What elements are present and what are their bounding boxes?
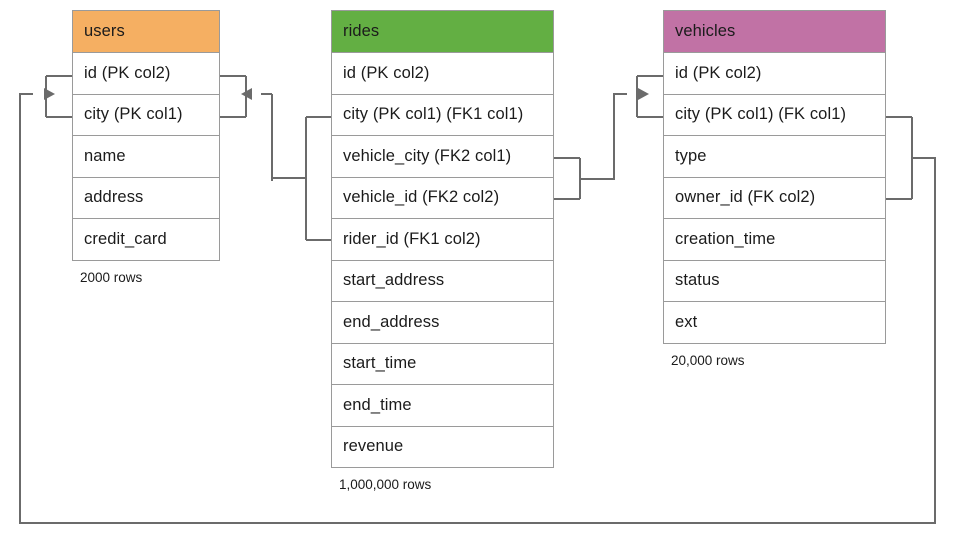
field-users-3[interactable]: address bbox=[72, 177, 220, 219]
field-rides-2[interactable]: vehicle_city (FK2 col1) bbox=[331, 136, 554, 178]
field-rides-1[interactable]: city (PK col1) (FK1 col1) bbox=[331, 94, 554, 136]
field-rides-6[interactable]: end_address bbox=[331, 302, 554, 344]
field-rides-0[interactable]: id (PK col2) bbox=[331, 53, 554, 95]
field-rides-4[interactable]: rider_id (FK1 col2) bbox=[331, 219, 554, 261]
rowcount-users: 2000 rows bbox=[80, 269, 143, 285]
field-vehicles-4[interactable]: creation_time bbox=[663, 219, 886, 261]
connector-users-left-bracket bbox=[45, 75, 72, 118]
field-vehicles-0[interactable]: id (PK col2) bbox=[663, 53, 886, 95]
arrowhead-rides-fk1-to-users bbox=[241, 88, 252, 100]
field-rides-8[interactable]: end_time bbox=[331, 385, 554, 427]
field-rides-5[interactable]: start_address bbox=[331, 260, 554, 302]
field-users-4[interactable]: credit_card bbox=[72, 219, 220, 261]
field-rides-9[interactable]: revenue bbox=[331, 426, 554, 468]
field-vehicles-3[interactable]: owner_id (FK col2) bbox=[663, 177, 886, 219]
connector-vehicles-left-bracket bbox=[636, 75, 663, 118]
entity-header-rides: rides bbox=[331, 10, 554, 53]
arrowhead-vehicles-fk-to-users bbox=[44, 88, 55, 100]
field-users-2[interactable]: name bbox=[72, 136, 220, 178]
field-vehicles-2[interactable]: type bbox=[663, 136, 886, 178]
field-vehicles-1[interactable]: city (PK col1) (FK col1) bbox=[663, 94, 886, 136]
connector-users-right-bracket bbox=[220, 75, 247, 118]
arrowhead-rides-fk2-to-vehicles bbox=[638, 88, 649, 100]
field-rides-7[interactable]: start_time bbox=[331, 343, 554, 385]
field-users-0[interactable]: id (PK col2) bbox=[72, 53, 220, 95]
connector-rides-fk1-to-users bbox=[241, 88, 331, 241]
rowcount-rides: 1,000,000 rows bbox=[339, 477, 432, 492]
field-rides-3[interactable]: vehicle_id (FK2 col2) bbox=[331, 177, 554, 219]
entity-header-vehicles: vehicles bbox=[663, 10, 886, 53]
field-users-1[interactable]: city (PK col1) bbox=[72, 94, 220, 136]
entity-header-users: users bbox=[72, 10, 220, 53]
connector-rides-fk2-to-vehicles bbox=[554, 88, 649, 200]
field-vehicles-5[interactable]: status bbox=[663, 260, 886, 302]
field-vehicles-6[interactable]: ext bbox=[663, 302, 886, 344]
rowcount-vehicles: 20,000 rows bbox=[671, 352, 745, 368]
